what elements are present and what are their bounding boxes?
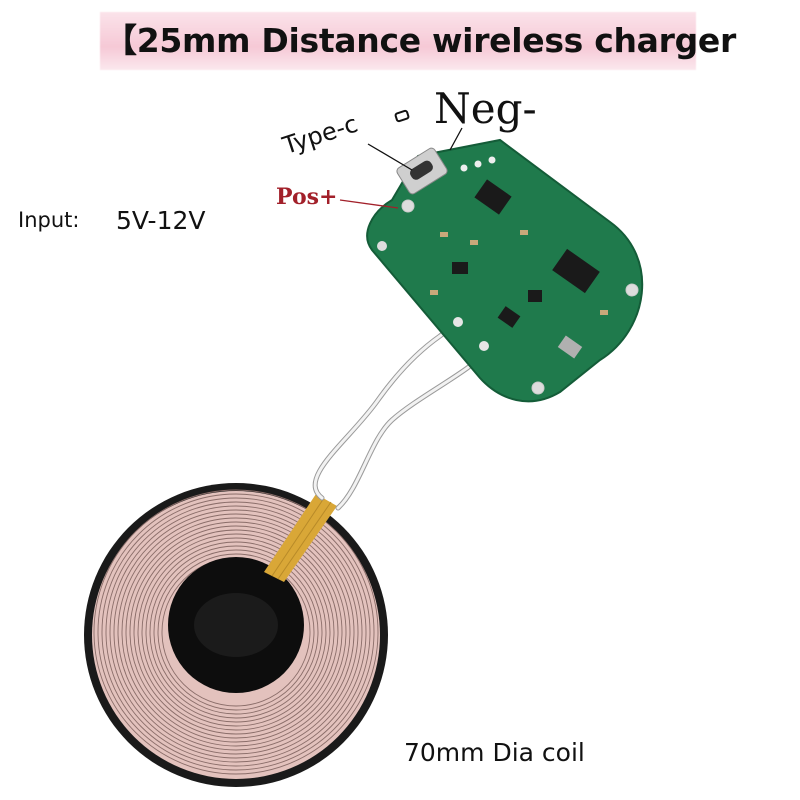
positive-terminal-label: Pos+ xyxy=(276,184,338,210)
coil-winding-ring xyxy=(145,541,327,723)
coil-winding-ring xyxy=(93,489,379,775)
smd-part xyxy=(600,310,608,315)
coil-winding-ring xyxy=(101,497,371,767)
ic-chip xyxy=(497,306,521,328)
lead-wires xyxy=(312,319,487,511)
capacitor xyxy=(557,335,583,359)
pos-callout-line xyxy=(339,199,399,209)
pcb-substrate xyxy=(366,138,644,403)
mount-hole xyxy=(401,199,415,213)
coil-winding-ring xyxy=(137,533,335,731)
coil-winding-ring xyxy=(141,537,331,727)
type-c-callout-line xyxy=(367,143,413,171)
copper-coil-icon xyxy=(84,483,388,787)
ic-chip xyxy=(552,248,600,294)
smd-part xyxy=(440,232,448,237)
coil-core-highlight xyxy=(194,593,278,657)
coil-winding-ring xyxy=(153,549,319,715)
coil-winding-ring xyxy=(109,505,363,759)
coil-winding-ring xyxy=(149,545,323,719)
coil-winding-ring xyxy=(157,553,315,711)
negative-terminal-label: Neg- xyxy=(434,84,537,133)
neg-callout-line xyxy=(449,127,463,151)
smd-part xyxy=(470,240,478,245)
coil-diameter-label: 70mm Dia coil xyxy=(404,738,585,767)
tape-line xyxy=(277,501,332,580)
usb-type-c-port-icon xyxy=(396,147,448,195)
smd-part xyxy=(430,290,438,295)
ic-chip xyxy=(452,262,468,274)
solder-pad xyxy=(453,317,463,327)
mount-hole xyxy=(531,381,545,395)
coil-winding-lines xyxy=(93,489,379,775)
coil-winding-ring xyxy=(121,517,351,747)
header-pins xyxy=(460,156,496,172)
input-label: Input: xyxy=(18,208,80,232)
title-highlight xyxy=(100,12,696,70)
coil-winding-ring xyxy=(129,525,343,739)
input-voltage-value: 5V-12V xyxy=(116,206,206,235)
coil-winding-ring xyxy=(125,521,347,743)
type-c-glyph-icon xyxy=(394,109,410,123)
mount-hole xyxy=(377,241,387,251)
tape-line xyxy=(271,497,325,577)
smd-part xyxy=(520,230,528,235)
coil-winding-ring xyxy=(113,509,359,755)
coil-winding-ring xyxy=(117,513,355,751)
ic-chip xyxy=(474,179,512,215)
mount-hole xyxy=(625,283,639,297)
page-title: 【25mm Distance wireless charger xyxy=(104,21,736,60)
pcb-board-icon xyxy=(366,138,644,403)
solder-pad xyxy=(479,341,489,351)
coil-winding-ring xyxy=(105,501,367,763)
coil-winding-ring xyxy=(97,493,375,771)
coil-winding-ring xyxy=(133,529,339,735)
ic-chip xyxy=(528,290,542,302)
